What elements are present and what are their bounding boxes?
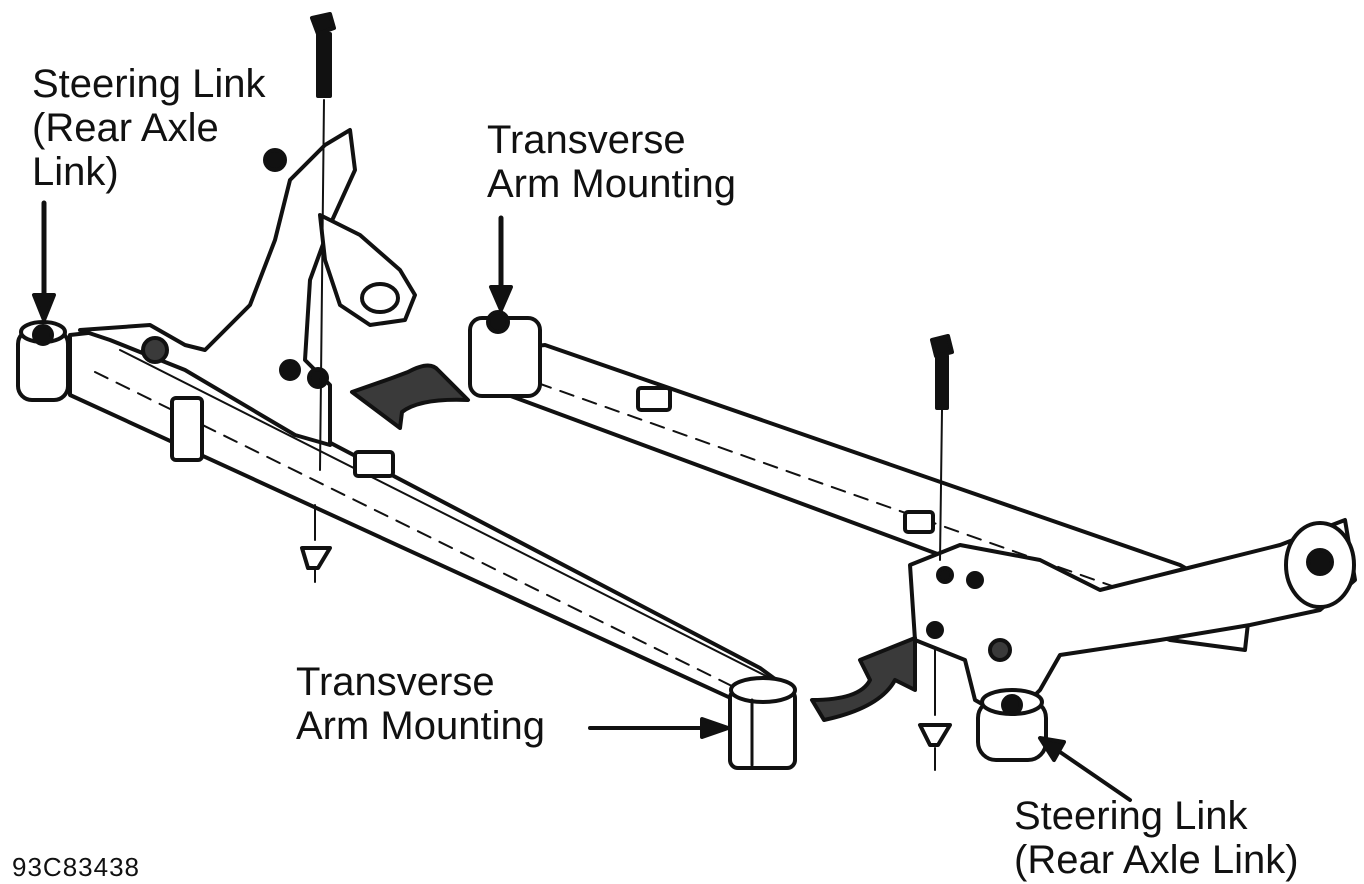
callout-arrow-steering-link-right [1038,736,1132,802]
direction-arrow-lower [810,636,917,722]
left-trailing-arm [16,128,417,447]
right-trailing-arm [908,518,1357,762]
callout-arrow-transverse-bottom [588,717,730,739]
left-lower-nut [300,504,332,583]
callout-arrow-steering-link-left [32,200,56,322]
left-top-bolt [310,12,336,471]
direction-arrow-upper [350,363,470,430]
right-lower-nut [918,649,952,771]
callout-arrow-transverse-top [489,215,513,312]
label-transverse-arm-mounting-top: Transverse Arm Mounting [487,118,736,206]
label-steering-link-left: Steering Link (Rear Axle Link) [32,62,266,194]
label-steering-link-right: Steering Link (Rear Axle Link) [1014,794,1299,882]
figure-id: 93C83438 [12,852,140,882]
right-top-bolt [930,334,954,561]
label-transverse-arm-mounting-bottom: Transverse Arm Mounting [296,660,545,748]
